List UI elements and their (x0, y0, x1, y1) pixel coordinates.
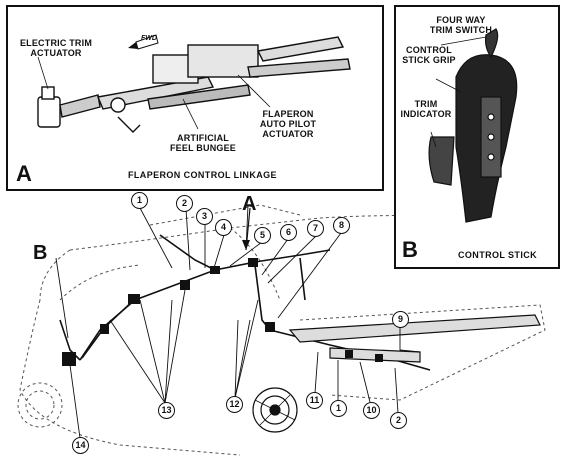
callout-5: 5 (254, 227, 271, 244)
callout-1b: 1 (330, 400, 347, 417)
trim-indicator-label: TRIM INDICATOR (400, 99, 452, 119)
callout-3: 3 (196, 208, 213, 225)
panel-a-caption: FLAPERON CONTROL LINKAGE (128, 170, 277, 180)
four-way-trim-switch-label: FOUR WAY TRIM SWITCH (429, 15, 493, 35)
panel-b-letter: B (402, 237, 418, 262)
callout-1: 1 (131, 192, 148, 209)
ref-a-letter: A (242, 193, 257, 215)
callout-12: 12 (226, 396, 243, 413)
panel-b-caption: CONTROL STICK (458, 250, 538, 260)
callout-9: 9 (392, 311, 409, 328)
callout-10: 10 (363, 402, 380, 419)
fwd-arrow-label: FWD (141, 35, 157, 42)
callout-2b: 2 (390, 412, 407, 429)
callout-8: 8 (333, 217, 350, 234)
detail-panel-a: ELECTRIC TRIM ACTUATOR FWD ARTIFICIAL FE… (6, 5, 384, 191)
callout-7: 7 (307, 220, 324, 237)
flaperon-linkage-drawing (37, 34, 351, 133)
detail-panel-b: FOUR WAY TRIM SWITCH CONTROL STICK GRIP … (394, 5, 560, 269)
control-stick-grip-label: CONTROL STICK GRIP (402, 45, 456, 65)
callout-4: 4 (215, 219, 232, 236)
panel-a-letter: A (16, 161, 32, 186)
callout-6: 6 (280, 224, 297, 241)
ref-b-letter: B (33, 242, 48, 264)
electric-trim-actuator-label: ELECTRIC TRIM ACTUATOR (19, 38, 93, 58)
callout-2: 2 (176, 195, 193, 212)
control-stick-drawing (428, 28, 518, 223)
callout-14: 14 (72, 437, 89, 454)
callout-11: 11 (306, 392, 323, 409)
callout-13: 13 (158, 402, 175, 419)
flaperon-autopilot-actuator-label: FLAPERON AUTO PILOT ACTUATOR (259, 109, 317, 139)
artificial-feel-bungee-label: ARTIFICIAL FEEL BUNGEE (169, 133, 237, 153)
